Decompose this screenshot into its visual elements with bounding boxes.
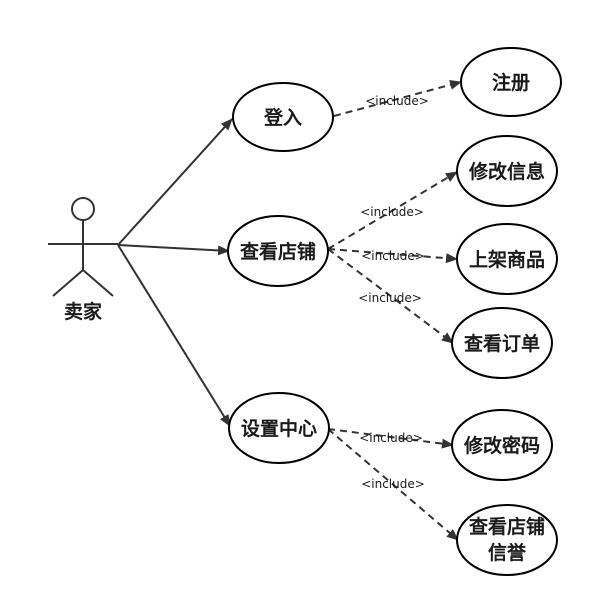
usecase-shop-reputation-label-line2: 信誉 — [488, 541, 527, 564]
actor-head — [71, 197, 95, 221]
include-arrow-shop-reputation — [327, 428, 459, 541]
usecase-settings-center-ellipse — [228, 392, 330, 464]
usecase-edit-info-label: 修改信息 — [468, 160, 545, 183]
usecase-change-password-label: 修改密码 — [463, 434, 540, 457]
include-label-edit-info: <include> — [360, 205, 424, 219]
usecase-settings-center-label: 设置中心 — [241, 417, 317, 440]
usecase-register-ellipse — [460, 47, 562, 117]
include-label-register: <include> — [365, 94, 429, 108]
usecase-edit-info-ellipse — [456, 135, 558, 207]
include-label-change-password: <include> — [359, 431, 423, 445]
usecase-login: 登入 — [232, 82, 334, 152]
usecase-login-ellipse — [232, 82, 334, 152]
usecase-register-label: 注册 — [492, 71, 530, 94]
usecase-change-password: 修改密码 — [451, 409, 553, 481]
include-arrow-register — [333, 80, 462, 117]
actor-left-leg — [52, 269, 84, 297]
usecase-view-shop-ellipse — [227, 215, 329, 287]
usecase-view-orders-label: 查看订单 — [463, 332, 540, 355]
usecase-shop-reputation: 查看店铺 信誉 — [456, 504, 558, 576]
usecase-login-label: 登入 — [263, 106, 302, 129]
include-label-list-product: <include> — [361, 249, 425, 263]
usecase-view-orders-ellipse — [451, 307, 553, 379]
include-arrow-change-password — [327, 428, 454, 449]
usecase-list-product-ellipse — [456, 223, 558, 295]
include-arrow-list-product — [327, 248, 458, 264]
association-settings-center — [117, 244, 231, 427]
usecase-edit-info: 修改信息 — [456, 135, 558, 207]
usecase-shop-reputation-ellipse — [456, 504, 558, 576]
usecase-change-password-ellipse — [451, 409, 553, 481]
usecase-view-shop: 查看店铺 — [227, 215, 329, 287]
actor-right-leg — [82, 269, 114, 297]
association-view-shop — [117, 244, 230, 256]
usecase-view-orders: 查看订单 — [451, 307, 553, 379]
usecase-list-product: 上架商品 — [456, 223, 558, 295]
actor-label: 卖家 — [64, 300, 103, 323]
usecase-register: 注册 — [460, 47, 562, 117]
usecase-settings-center: 设置中心 — [228, 392, 330, 464]
usecase-list-product-label: 上架商品 — [469, 248, 545, 271]
include-arrow-edit-info — [327, 171, 458, 250]
include-label-shop-reputation: <include> — [361, 477, 425, 491]
association-login — [117, 118, 233, 246]
actor-seller: 卖家 — [48, 197, 118, 323]
include-arrow-view-orders — [327, 248, 454, 344]
include-label-view-orders: <include> — [358, 291, 422, 305]
usecase-view-shop-label: 查看店铺 — [239, 240, 316, 263]
usecase-shop-reputation-label-line1: 查看店铺 — [468, 515, 545, 538]
